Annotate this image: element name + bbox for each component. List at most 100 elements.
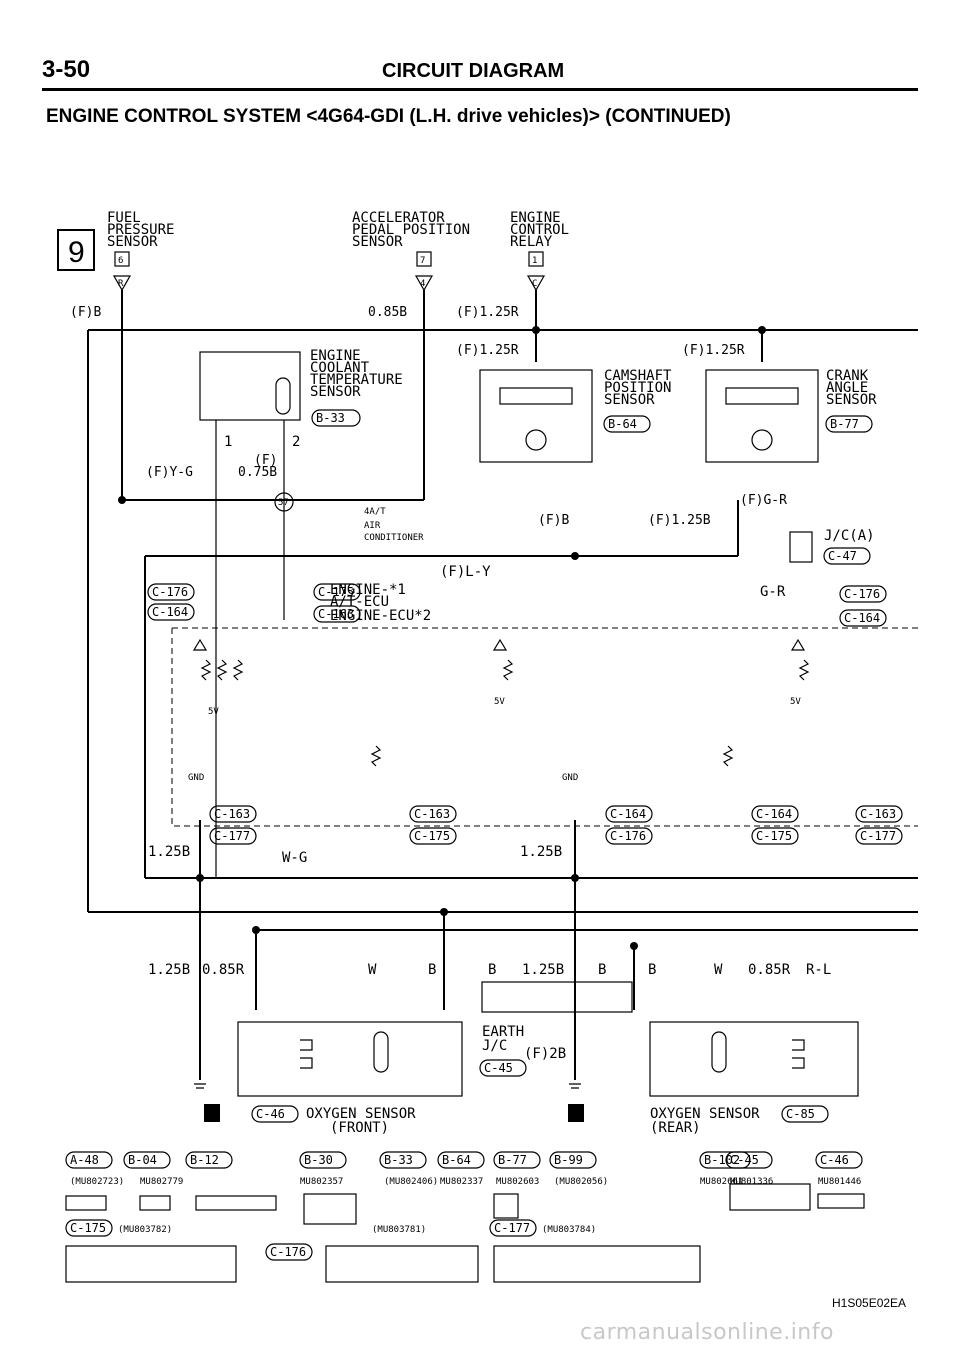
wire-label: (F)B: [538, 513, 569, 528]
svg-text:B-77: B-77: [498, 1153, 527, 1167]
svg-text:4A/T: 4A/T: [364, 507, 386, 517]
svg-text:POSITION: POSITION: [604, 380, 671, 396]
svg-text:0.85R: 0.85R: [748, 962, 791, 978]
svg-text:C-176: C-176: [844, 587, 880, 601]
svg-text:OXYGEN SENSOR: OXYGEN SENSOR: [650, 1106, 760, 1122]
svg-text:C-164: C-164: [610, 807, 646, 821]
svg-text:C-175: C-175: [414, 829, 450, 843]
svg-text:J/C: J/C: [482, 1038, 507, 1054]
svg-text:B-04: B-04: [128, 1153, 157, 1167]
svg-text:0.85R: 0.85R: [202, 962, 245, 978]
svg-text:ENGINE: ENGINE: [310, 348, 361, 364]
svg-text:4: 4: [420, 279, 425, 289]
svg-text:C-46: C-46: [820, 1153, 849, 1167]
svg-text:ENGINE-ECU*2: ENGINE-ECU*2: [330, 608, 431, 624]
svg-text:2: 2: [292, 434, 300, 450]
ecu-pin-labels: C-163 C-177 C-163 C-175 C-164 C-176 C-16…: [148, 805, 903, 866]
svg-text:(REAR): (REAR): [650, 1120, 701, 1136]
ecu-internal-circuits: 5V 5V 5V GND GND: [188, 638, 810, 783]
lower-wire-labels: 1.25B 0.85R W B B 1.25B B B W 0.85R R-L: [148, 962, 831, 978]
svg-text:EARTH: EARTH: [482, 1024, 524, 1040]
svg-text:1: 1: [532, 256, 537, 266]
svg-text:C-176: C-176: [270, 1245, 306, 1259]
svg-text:FUEL: FUEL: [107, 210, 141, 226]
page-title: CIRCUIT DIAGRAM: [382, 60, 565, 82]
wire-label: (F)1.25B: [648, 513, 711, 528]
svg-text:C-176: C-176: [152, 585, 188, 599]
svg-text:C-47: C-47: [828, 549, 857, 563]
svg-text:6: 6: [118, 256, 123, 266]
svg-text:SENSOR: SENSOR: [107, 234, 158, 250]
svg-text:C-163: C-163: [214, 807, 250, 821]
wire-label: (F)G-R: [740, 493, 787, 508]
svg-text:7: 7: [420, 256, 425, 266]
page-number: 3-50: [42, 56, 91, 83]
svg-text:C-163: C-163: [860, 807, 896, 821]
svg-text:PEDAL POSITION: PEDAL POSITION: [352, 222, 470, 238]
wire-label: (F)1.25R: [456, 343, 519, 358]
svg-text:GND: GND: [188, 773, 204, 783]
svg-text:R-L: R-L: [806, 962, 831, 978]
svg-text:CAMSHAFT: CAMSHAFT: [604, 368, 672, 384]
svg-text:57: 57: [278, 498, 289, 508]
svg-text:MU802357: MU802357: [300, 1177, 343, 1187]
svg-text:C-175: C-175: [70, 1221, 106, 1235]
svg-text:5V: 5V: [494, 697, 505, 707]
svg-text:C-163: C-163: [318, 607, 354, 621]
svg-text:(MU802723): (MU802723): [70, 1177, 124, 1187]
svg-text:B: B: [598, 962, 606, 978]
svg-text:TEMPERATURE: TEMPERATURE: [310, 372, 403, 388]
ecu-labels: (F)L-Y ENGINE-*1 A/T-ECU ENGINE-ECU*2 C-…: [147, 564, 887, 627]
svg-text:(MU803781): (MU803781): [372, 1225, 426, 1235]
ground-markers: [194, 1083, 584, 1122]
svg-text:B-33: B-33: [316, 411, 345, 425]
svg-text:MU802661: MU802661: [700, 1177, 743, 1187]
svg-text:AIR: AIR: [364, 521, 381, 531]
svg-text:(F)L-Y: (F)L-Y: [440, 564, 491, 580]
svg-text:CONDITIONER: CONDITIONER: [364, 533, 424, 543]
svg-text:W: W: [368, 962, 377, 978]
oxygen-sensor-front: C-46 OXYGEN SENSOR (FRONT): [237, 1021, 463, 1136]
ecu-boundary: [171, 627, 918, 827]
svg-text:SENSOR: SENSOR: [352, 234, 403, 250]
svg-text:B-102: B-102: [704, 1153, 740, 1167]
svg-text:B: B: [488, 962, 496, 978]
svg-text:CRANK: CRANK: [826, 368, 869, 384]
svg-text:SENSOR: SENSOR: [604, 392, 655, 408]
svg-text:R: R: [118, 279, 124, 289]
svg-text:ENGINE-*1: ENGINE-*1: [330, 582, 406, 598]
svg-text:C-164: C-164: [756, 807, 792, 821]
svg-text:B-77: B-77: [830, 417, 859, 431]
svg-text:SENSOR: SENSOR: [310, 384, 361, 400]
svg-text:(MU802056): (MU802056): [554, 1177, 608, 1187]
joint-connector-a: J/C(A) C-47: [789, 528, 875, 565]
svg-text:C-175: C-175: [756, 829, 792, 843]
svg-text:A-48: A-48: [70, 1153, 99, 1167]
coolant-temperature-sensor: ENGINE COOLANT TEMPERATURE SENSOR B-33 1…: [199, 348, 403, 878]
svg-text:MU802603: MU802603: [496, 1177, 539, 1187]
svg-text:W: W: [714, 962, 723, 978]
svg-text:C-175: C-175: [318, 585, 354, 599]
svg-text:5V: 5V: [790, 697, 801, 707]
camshaft-position-sensor: CAMSHAFT POSITION SENSOR B-64: [479, 368, 672, 463]
svg-text:MU801336: MU801336: [730, 1177, 773, 1187]
svg-text:C-177: C-177: [494, 1221, 530, 1235]
wire-label: 0.75B: [238, 465, 277, 480]
svg-text:MU801446: MU801446: [818, 1177, 861, 1187]
svg-text:B-64: B-64: [608, 417, 637, 431]
svg-text:W-G: W-G: [282, 850, 307, 866]
svg-text:C-176: C-176: [610, 829, 646, 843]
header-rule: [42, 88, 918, 91]
fuel-pressure-sensor: FUEL PRESSURE SENSOR 6 R: [107, 210, 174, 292]
svg-text:COOLANT: COOLANT: [310, 360, 370, 376]
svg-text:B: B: [648, 962, 656, 978]
svg-text:C-177: C-177: [214, 829, 250, 843]
svg-text:SENSOR: SENSOR: [826, 392, 877, 408]
svg-text:C: C: [532, 279, 537, 289]
svg-text:5V: 5V: [208, 707, 219, 717]
svg-text:MU802337: MU802337: [440, 1177, 483, 1187]
svg-text:(MU803782): (MU803782): [118, 1225, 172, 1235]
svg-text:1.25B: 1.25B: [520, 844, 562, 860]
wire-label: 0.85B: [368, 305, 407, 320]
connector-legend: A-48 B-04 B-12 B-30 B-33 B-64 B-77 B-99 …: [65, 1151, 865, 1283]
